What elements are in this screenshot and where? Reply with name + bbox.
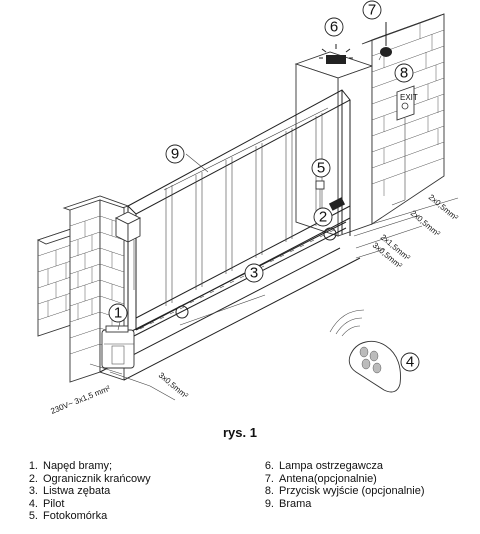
ground-lines [89,197,459,401]
callout-8: 8 [400,65,408,82]
right-wall [294,13,445,237]
callout-circle-4 [400,352,420,372]
legend-item: 8.Przycisk wyjście (opcjonalnie) [264,485,425,498]
dim-motor-cable: 3x0,5mm² [157,371,190,401]
control-box-icon [114,211,142,290]
remote-control-icon [329,309,401,393]
dim-button-a: 2x0,5mm² [427,193,460,223]
callout-4: 4 [406,354,414,371]
dim-button-b: 2x0,5mm² [409,209,442,239]
legend-item: 2.Ogranicznik krańcowy [28,472,151,485]
callout-7: 7 [368,2,376,19]
callout-2: 2 [319,209,327,226]
callout-circle-1 [108,303,128,323]
warning-lamp-icon [319,44,353,64]
callout-3: 3 [250,265,258,282]
callout-circle-7 [362,0,382,20]
legend-item: 1.Napęd bramy; [28,460,113,472]
legend-left: 1.Napęd bramy; 2.Ogranicznik krańcowy 3.… [20,460,151,523]
callout-circle-3 [244,263,264,283]
limit-switch [328,197,346,211]
callout-circle-6 [324,17,344,37]
callout-1: 1 [114,305,122,322]
callout-6: 6 [330,19,338,36]
callouts: 1 2 3 4 5 6 7 8 9 [108,0,420,372]
gate [127,89,351,339]
callout-9: 9 [171,146,179,163]
legend-item: 7.Antena(opcjonalnie) [264,472,377,485]
gate-wheel [175,305,189,319]
callout-5: 5 [317,160,325,177]
callout-circle-8 [394,63,414,83]
legend-item: 5.Fotokomórka [28,510,108,523]
legend-item: 3.Listwa zębata [28,485,111,498]
legend-right: 6.Lampa ostrzegawcza 7.Antena(opcjonalni… [256,460,425,510]
svg-text:EXIT: EXIT [400,93,418,102]
antenna-icon [378,22,392,61]
legend-item: 9.Brama [264,497,312,510]
legend-item: 4.Pilot [28,497,65,510]
callout-circle-5 [311,158,331,178]
gate-motor-icon [101,325,135,369]
photocell-icon [315,180,325,210]
callout-circle-9 [165,144,185,164]
exit-button-icon: EXIT [391,85,418,206]
callout-circle-2 [313,207,333,227]
dim-power: 230V~ 3x1,5 mm² [49,384,111,416]
gate-bars [165,113,323,306]
figure-caption: rys. 1 [223,425,257,440]
legend-item: 6.Lampa ostrzegawcza [264,460,383,472]
gear-rack [129,221,347,339]
left-wall [36,195,130,383]
gate-wheel [323,227,337,241]
